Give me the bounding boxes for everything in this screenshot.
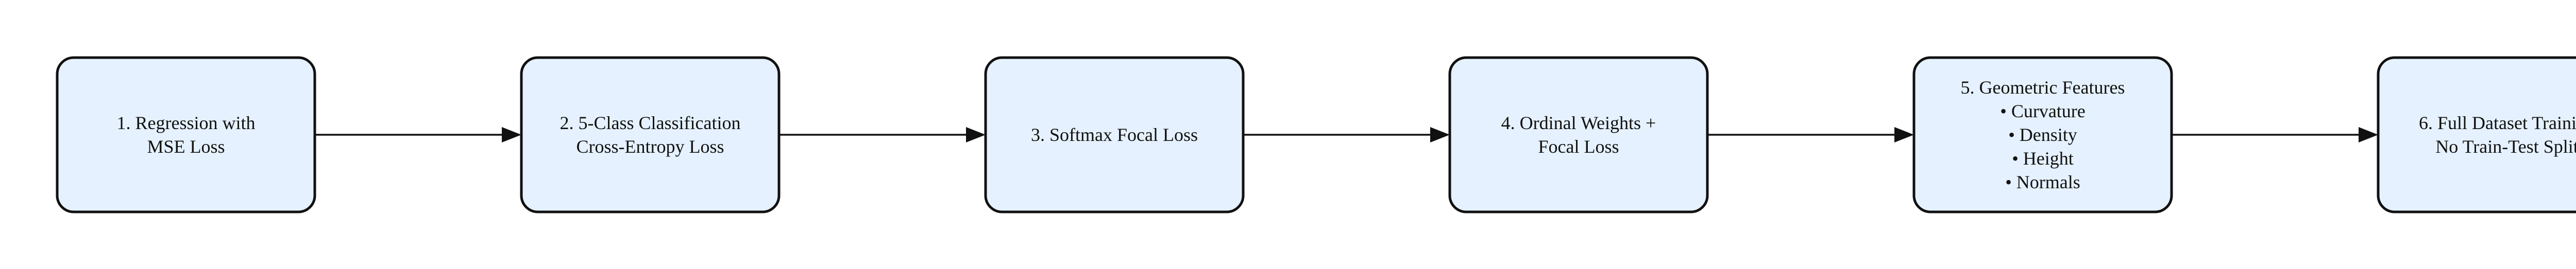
- process-node-5: 5. Geometric Features • Curvature • Densit…: [1912, 56, 2173, 213]
- process-node-label: Cross-Entropy Loss: [577, 136, 724, 157]
- arrowhead-icon: [1430, 127, 1450, 142]
- process-node-label: • Curvature: [2000, 101, 2086, 121]
- arrowhead-icon: [502, 127, 521, 142]
- process-node-label: No Train-Test Split: [2435, 136, 2576, 157]
- process-node-box: [1912, 56, 2173, 213]
- process-node-box: [2377, 56, 2576, 213]
- arrowhead-icon: [1894, 127, 1914, 142]
- process-node-box: [56, 56, 316, 213]
- edges-layer: [315, 127, 2378, 142]
- process-node-box: [984, 56, 1245, 213]
- process-node-label: • Normals: [2005, 172, 2080, 192]
- process-node-label: 4. Ordinal Weights +: [1501, 113, 1656, 133]
- process-node-label: 6. Full Dataset Training: [2419, 113, 2576, 133]
- process-node-box: [1448, 56, 1709, 213]
- flow-arrow-4-to-5: [1707, 127, 1914, 142]
- process-node-label: 5. Geometric Features: [1961, 77, 2125, 98]
- process-node-6: 6. Full Dataset Training No Train-Test Sp…: [2377, 56, 2576, 213]
- process-node-label: 3. Softmax Focal Loss: [1031, 124, 1198, 145]
- process-node-label: 1. Regression with: [117, 113, 256, 133]
- process-node-label: Focal Loss: [1538, 136, 1619, 157]
- flow-arrow-2-to-3: [779, 127, 986, 142]
- process-node-label: MSE Loss: [147, 136, 225, 157]
- process-node-box: [520, 56, 781, 213]
- process-node-label: • Density: [2008, 124, 2077, 145]
- process-node-label: 2. 5-Class Classification: [560, 113, 741, 133]
- flow-arrow-1-to-2: [315, 127, 521, 142]
- process-node-3: 3. Softmax Focal Loss: [984, 56, 1245, 213]
- flow-arrow-5-to-6: [2172, 127, 2378, 142]
- arrowhead-icon: [966, 127, 986, 142]
- flow-arrow-3-to-4: [1243, 127, 1450, 142]
- arrowhead-icon: [2359, 127, 2378, 142]
- process-node-label: • Height: [2012, 148, 2074, 169]
- process-node-4: 4. Ordinal Weights + Focal Loss: [1448, 56, 1709, 213]
